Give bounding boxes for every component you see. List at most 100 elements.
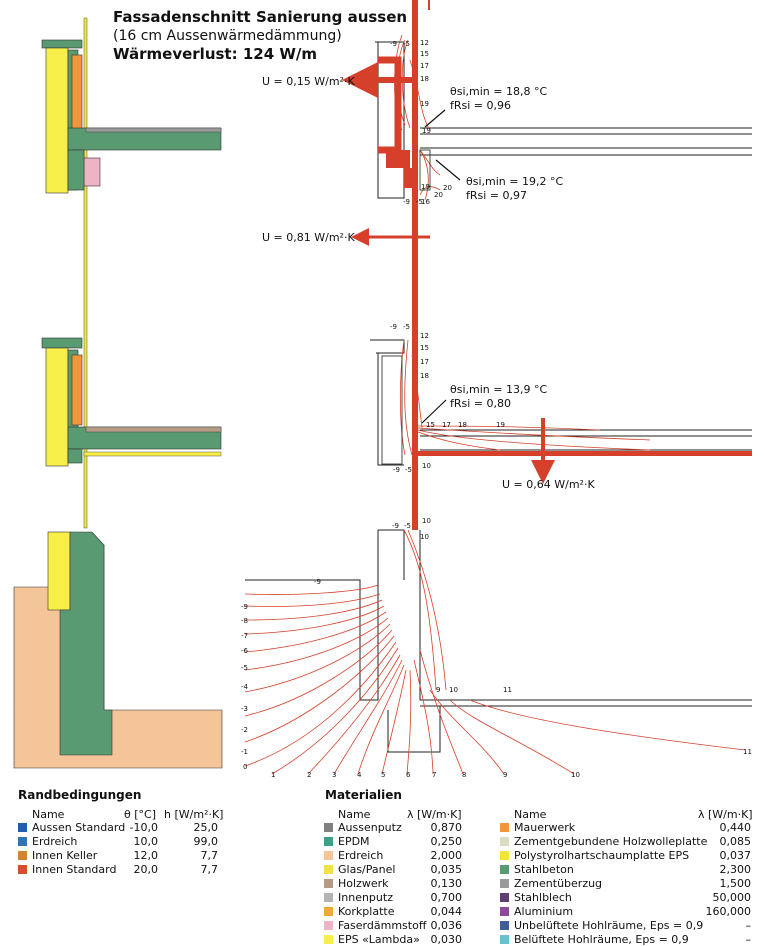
isotherm-label: 20 [443,184,452,192]
material-swatch [324,921,333,930]
material-name: Belüftete Hohlräume, Eps = 0,9 [514,933,689,946]
material-lambda: 2,300 [719,863,752,876]
material-swatch [324,865,333,874]
material-row: Belüftete Hohlräume, Eps = 0,9– [500,933,753,946]
material-swatch [324,893,333,902]
material-name: Mauerwerk [514,821,576,834]
isotherm-label: -5 [404,522,411,530]
material-lambda: 160,000 [705,905,752,918]
isotherm-label: -5 [403,40,410,48]
material-lambda: 0,035 [430,863,463,876]
material-name: Glas/Panel [338,863,396,876]
isotherm-label: -5 [241,664,248,672]
material-lambda: 1,500 [719,877,752,890]
isotherm-label: -9 [403,198,410,206]
material-row: EPDM 0,250 [324,835,464,848]
material-swatch [324,879,333,888]
material-lambda: 0,870 [430,821,463,834]
material-name: Polystyrolhartschaumplatte EPS [514,849,690,862]
isotherm-label: 15 [426,421,435,429]
isotherm-label: -9 [241,603,248,611]
isotherm-label: 11 [743,748,752,756]
isotherm-label: 10 [571,771,580,779]
theta-min-2: θsi,min = 19,2 °C [466,175,564,188]
material-row: Aussenputz 0,870 [324,821,464,834]
isotherm-label: 19 [422,127,431,135]
isotherm-label: 18 [420,75,429,83]
isotherm-label: 16 [421,198,430,206]
rb-name: Innen Keller [32,849,98,862]
isotherm-label: 11 [503,686,512,694]
isotherm-label: 4 [357,771,362,779]
isotherm-label: 6 [406,771,411,779]
glass-line [83,17,88,529]
isotherm-label: 7 [432,771,437,779]
rb-col-theta: θ [°C] [124,808,156,821]
isotherm-label: 17 [420,358,429,366]
material-swatch [324,851,333,860]
mat-col-name-left: Name [338,808,371,821]
isotherm-label: -5 [403,323,410,331]
middle-facade-block [41,337,222,467]
mat-col-name-right: Name [514,808,547,821]
soil-region [13,544,223,769]
material-row: Zementgebundene Holzwolleplatte 0,085 [500,835,753,848]
material-lambda: 0,044 [430,905,463,918]
rb-h: 7,7 [200,863,219,876]
material-swatch [500,851,509,860]
isotherm-label: 19 [496,421,505,429]
material-name: Unbelüftete Hohlräume, Eps = 0,9 [514,919,704,932]
material-lambda: 0,085 [719,835,752,848]
basement-wall [47,531,113,756]
isotherm-label: 18 [458,421,467,429]
isotherm-label: -9 [390,40,397,48]
material-lambda: 2,000 [430,849,463,862]
material-swatch [500,935,509,944]
material-name: Zementgebundene Holzwolleplatte [514,835,708,848]
rb-theta: -10,0 [129,821,158,834]
randbedingungen-title: Randbedingungen [18,788,142,802]
isotherm-label: 17 [442,421,451,429]
rb-swatch [18,823,27,832]
material-name: EPDM [338,835,370,848]
isotherm-label: 18 [420,372,429,380]
rb-name: Innen Standard [32,863,117,876]
material-swatch [324,837,333,846]
heatloss-label: Wärmeverlust: 124 W/m [113,45,318,63]
material-name: Faserdämmstoff [338,919,427,932]
wall-heat-flux-line [412,0,418,530]
material-row: Mauerwerk 0,440 [500,821,753,834]
isotherm-label: 0 [243,763,248,771]
material-lambda: 0,440 [719,821,752,834]
isotherm-label: -8 [241,617,248,625]
material-lambda: – [745,919,752,932]
isotherm-label: 10 [422,517,431,525]
material-swatch [500,865,509,874]
rb-h: 99,0 [193,835,219,848]
upper-facade-block [41,39,222,194]
material-lambda: 0,250 [430,835,463,848]
material-swatch [500,837,509,846]
isotherm-label: 9 [436,686,441,694]
rb-col-name: Name [32,808,65,821]
rb-name: Erdreich [32,835,78,848]
material-name: Aussenputz [338,821,402,834]
rb-swatch [18,837,27,846]
isotherm-label: 15 [420,50,429,58]
rb-swatch [18,865,27,874]
material-row: EPS «Lambda»0,030 [324,933,464,946]
material-lambda: 0,700 [430,891,463,904]
rb-name: Aussen Standard [32,821,126,834]
material-lambda: 50,000 [712,891,752,904]
isotherm-label: 10 [449,686,458,694]
isotherm-label: 15 [420,344,429,352]
isotherm-label: 10 [422,462,431,470]
